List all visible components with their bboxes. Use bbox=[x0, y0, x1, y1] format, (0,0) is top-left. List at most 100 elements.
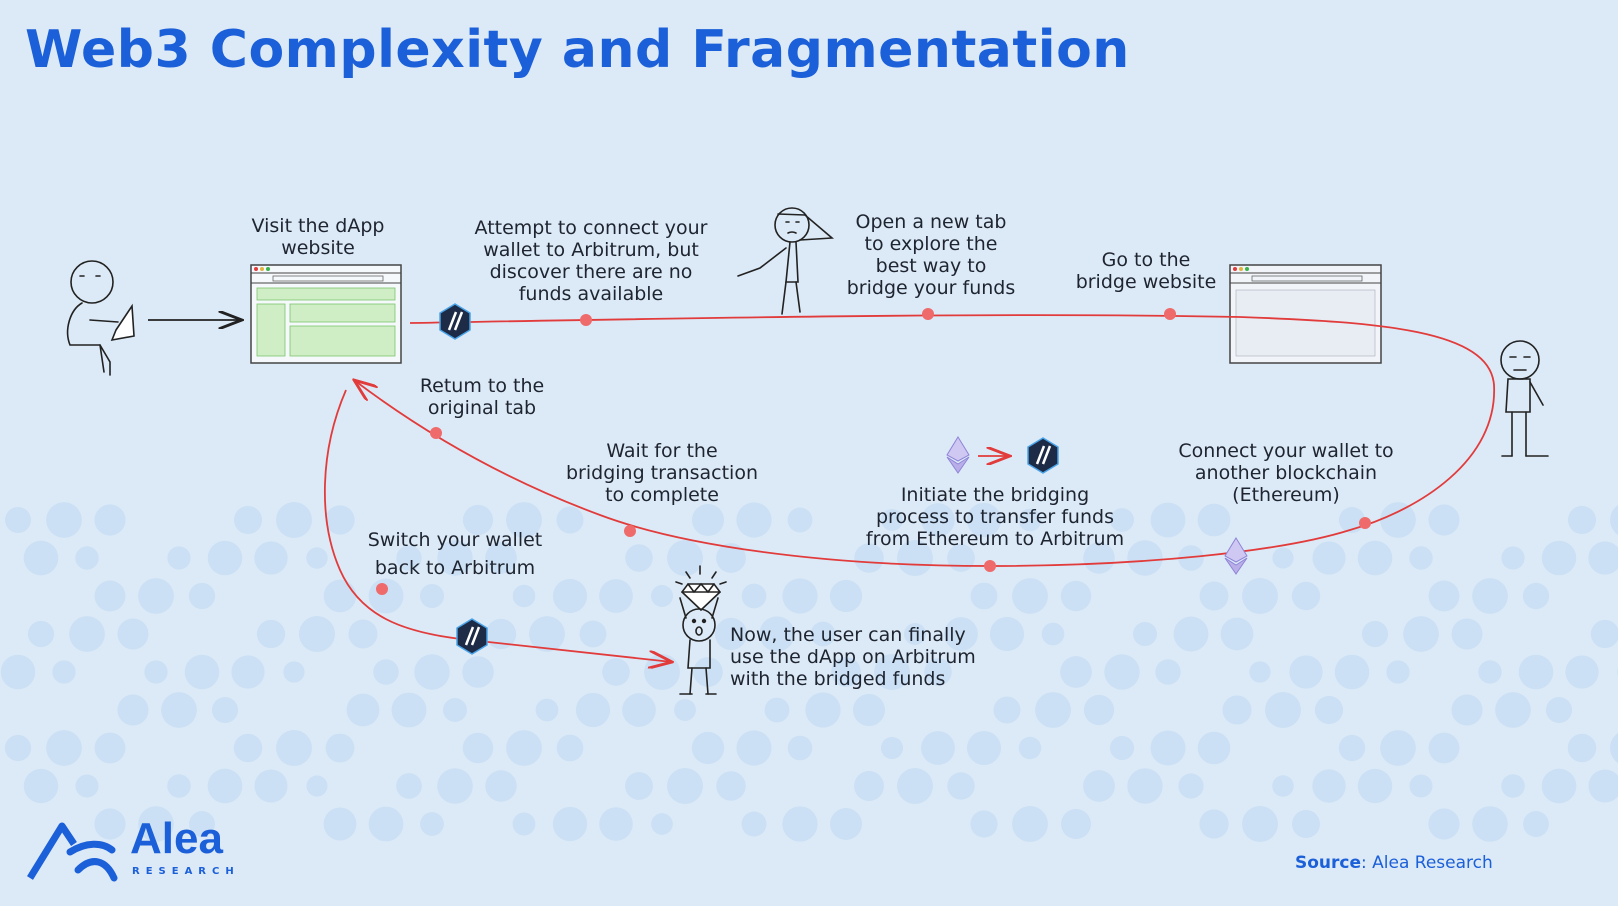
background-dot bbox=[1012, 578, 1048, 614]
background-dot bbox=[667, 768, 703, 804]
background-dot bbox=[881, 509, 903, 531]
background-dot bbox=[462, 732, 494, 764]
background-dot bbox=[188, 582, 216, 610]
background-dot bbox=[1403, 616, 1439, 652]
background-dot bbox=[1588, 541, 1618, 575]
background-dot bbox=[691, 503, 725, 537]
background-dot bbox=[1242, 806, 1278, 842]
background-dot bbox=[904, 623, 926, 645]
background-dot bbox=[1060, 808, 1092, 840]
background-dot bbox=[94, 732, 126, 764]
background-dot bbox=[276, 730, 312, 766]
background-dot bbox=[396, 773, 422, 799]
background-dot bbox=[1522, 582, 1550, 610]
background-dot bbox=[716, 771, 746, 801]
background-dot bbox=[94, 808, 126, 840]
background-dot bbox=[512, 584, 536, 608]
step-attempt-label: Attempt to connect your wallet to Arbitr… bbox=[474, 217, 708, 305]
background-dot bbox=[346, 693, 380, 727]
background-dot bbox=[787, 735, 813, 761]
step-go-bridge-label: Go to the bridge website bbox=[1075, 249, 1217, 293]
background-dot bbox=[1083, 770, 1115, 802]
background-dot bbox=[1610, 733, 1618, 763]
background-dot bbox=[462, 504, 494, 536]
background-dot bbox=[854, 543, 884, 573]
background-dot bbox=[1428, 504, 1460, 536]
background-dot bbox=[1272, 775, 1294, 797]
background-dot bbox=[1428, 580, 1460, 612]
background-dot bbox=[1567, 733, 1597, 763]
background-dot bbox=[1150, 730, 1186, 766]
background-dot bbox=[75, 774, 99, 798]
background-dot bbox=[1565, 655, 1599, 689]
background-dot bbox=[75, 546, 99, 570]
background-dot bbox=[782, 578, 818, 614]
background-dot bbox=[207, 540, 243, 576]
background-dot bbox=[306, 775, 328, 797]
background-dot bbox=[167, 546, 191, 570]
background-dot bbox=[396, 545, 422, 571]
background-dot bbox=[1197, 503, 1231, 537]
background-dot bbox=[1289, 655, 1323, 689]
background-dot bbox=[1132, 621, 1158, 647]
background-dot bbox=[46, 502, 82, 538]
background-dot bbox=[189, 811, 215, 837]
background-dot bbox=[1018, 736, 1042, 760]
step-switch-label: Switch your wallet back to Arbitrum bbox=[367, 529, 543, 579]
background-dot bbox=[4, 734, 32, 762]
background-dot bbox=[1127, 540, 1163, 576]
background-dot bbox=[1222, 695, 1252, 725]
background-dot bbox=[1409, 774, 1433, 798]
brand-sub: RESEARCH bbox=[132, 866, 240, 877]
background-dot bbox=[1518, 654, 1554, 690]
ethereum-logo-icon bbox=[1224, 537, 1248, 575]
background-dot bbox=[1338, 734, 1366, 762]
background-dot bbox=[1083, 542, 1115, 574]
background-dot bbox=[1249, 661, 1271, 683]
background-dot bbox=[829, 579, 863, 613]
background-dot bbox=[1109, 735, 1135, 761]
background-dot bbox=[625, 544, 653, 572]
background-dot bbox=[1357, 768, 1393, 804]
dapp-browser-window-icon bbox=[250, 264, 402, 364]
background-dot bbox=[1018, 508, 1042, 532]
background-dot bbox=[787, 507, 813, 533]
background-dot bbox=[1173, 616, 1209, 652]
background-dot bbox=[1291, 581, 1321, 611]
background-dot bbox=[1199, 809, 1229, 839]
background-dot bbox=[535, 698, 559, 722]
background-dot bbox=[1541, 768, 1577, 804]
background-dot bbox=[716, 543, 746, 573]
step-wait-label: Wait for the bridging transaction to com… bbox=[565, 440, 759, 506]
background-dot bbox=[323, 807, 357, 841]
background-dot bbox=[1060, 656, 1092, 688]
background-dot bbox=[437, 768, 473, 804]
background-dot bbox=[1265, 692, 1301, 728]
background-dot bbox=[947, 772, 975, 800]
background-dot bbox=[759, 616, 795, 652]
arbitrum-logo-icon bbox=[1027, 437, 1059, 474]
background-dot bbox=[94, 504, 126, 536]
background-dot bbox=[693, 657, 723, 687]
background-dot bbox=[1272, 547, 1294, 569]
background-dot bbox=[602, 658, 630, 686]
background-dot bbox=[23, 768, 59, 804]
background-dot bbox=[810, 621, 836, 647]
brand-name: Alea bbox=[130, 814, 223, 863]
background-dot bbox=[852, 693, 886, 727]
background-dot bbox=[921, 503, 955, 537]
background-dot bbox=[419, 583, 445, 609]
background-dot bbox=[391, 692, 427, 728]
background-dot bbox=[650, 584, 674, 608]
background-dot bbox=[529, 616, 565, 652]
background-dot bbox=[552, 806, 588, 842]
background-dot bbox=[1409, 546, 1433, 570]
background-dot bbox=[256, 619, 286, 649]
background-dot bbox=[897, 540, 933, 576]
background-dot bbox=[579, 620, 607, 648]
background-dot bbox=[970, 582, 998, 610]
background-dot bbox=[921, 731, 955, 765]
background-dot bbox=[897, 768, 933, 804]
